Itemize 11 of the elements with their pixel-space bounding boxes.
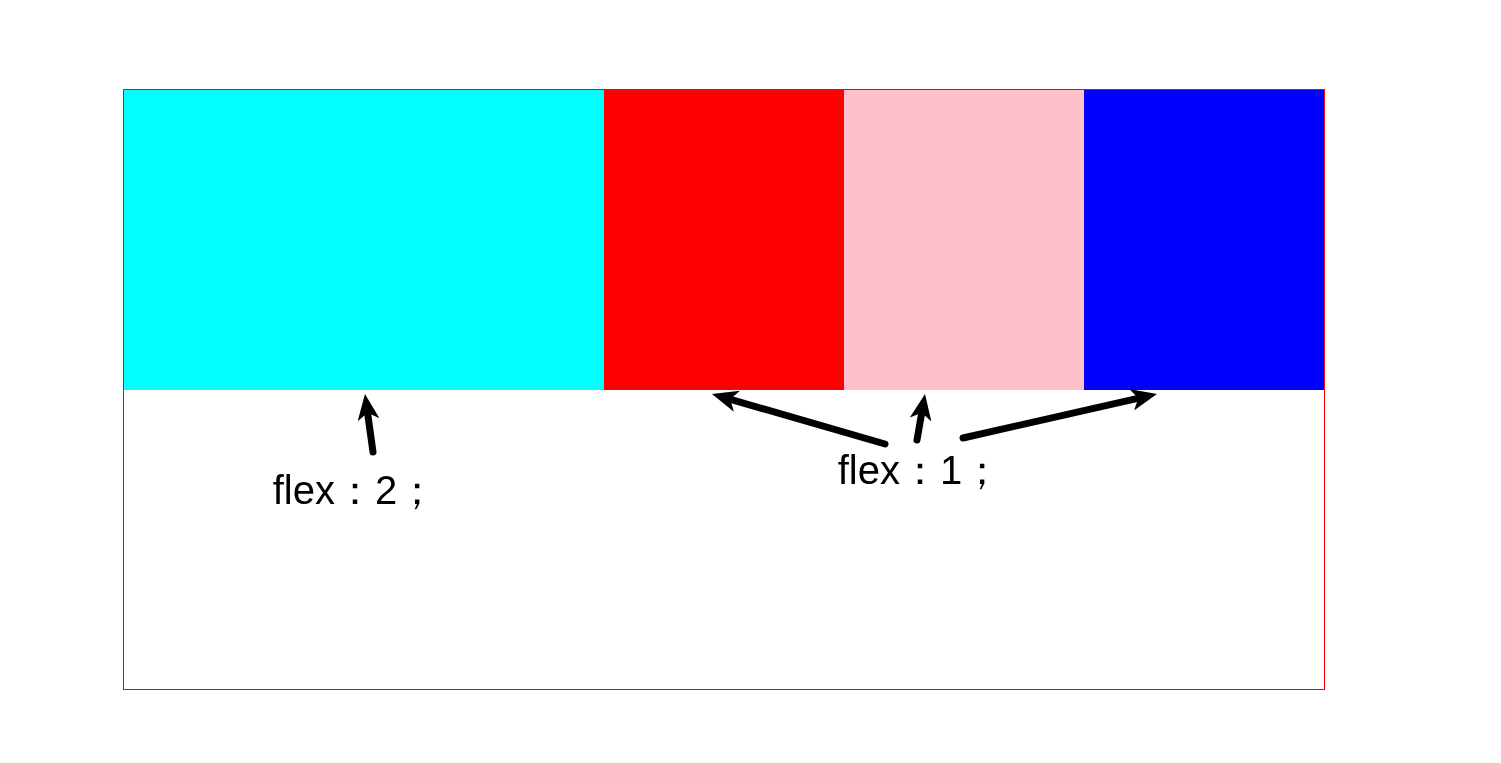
flex-item-box (604, 90, 844, 390)
flex-item-box (844, 90, 1084, 390)
arrow (711, 390, 889, 448)
code-label: flex：1； (837, 448, 1003, 492)
arrow (357, 394, 380, 456)
container-box (123, 89, 1325, 690)
code-label: flex：2； (272, 468, 438, 512)
arrow (959, 389, 1157, 442)
flex-item-box (124, 90, 604, 390)
arrow (909, 394, 932, 444)
flex-item-box (1084, 90, 1324, 390)
